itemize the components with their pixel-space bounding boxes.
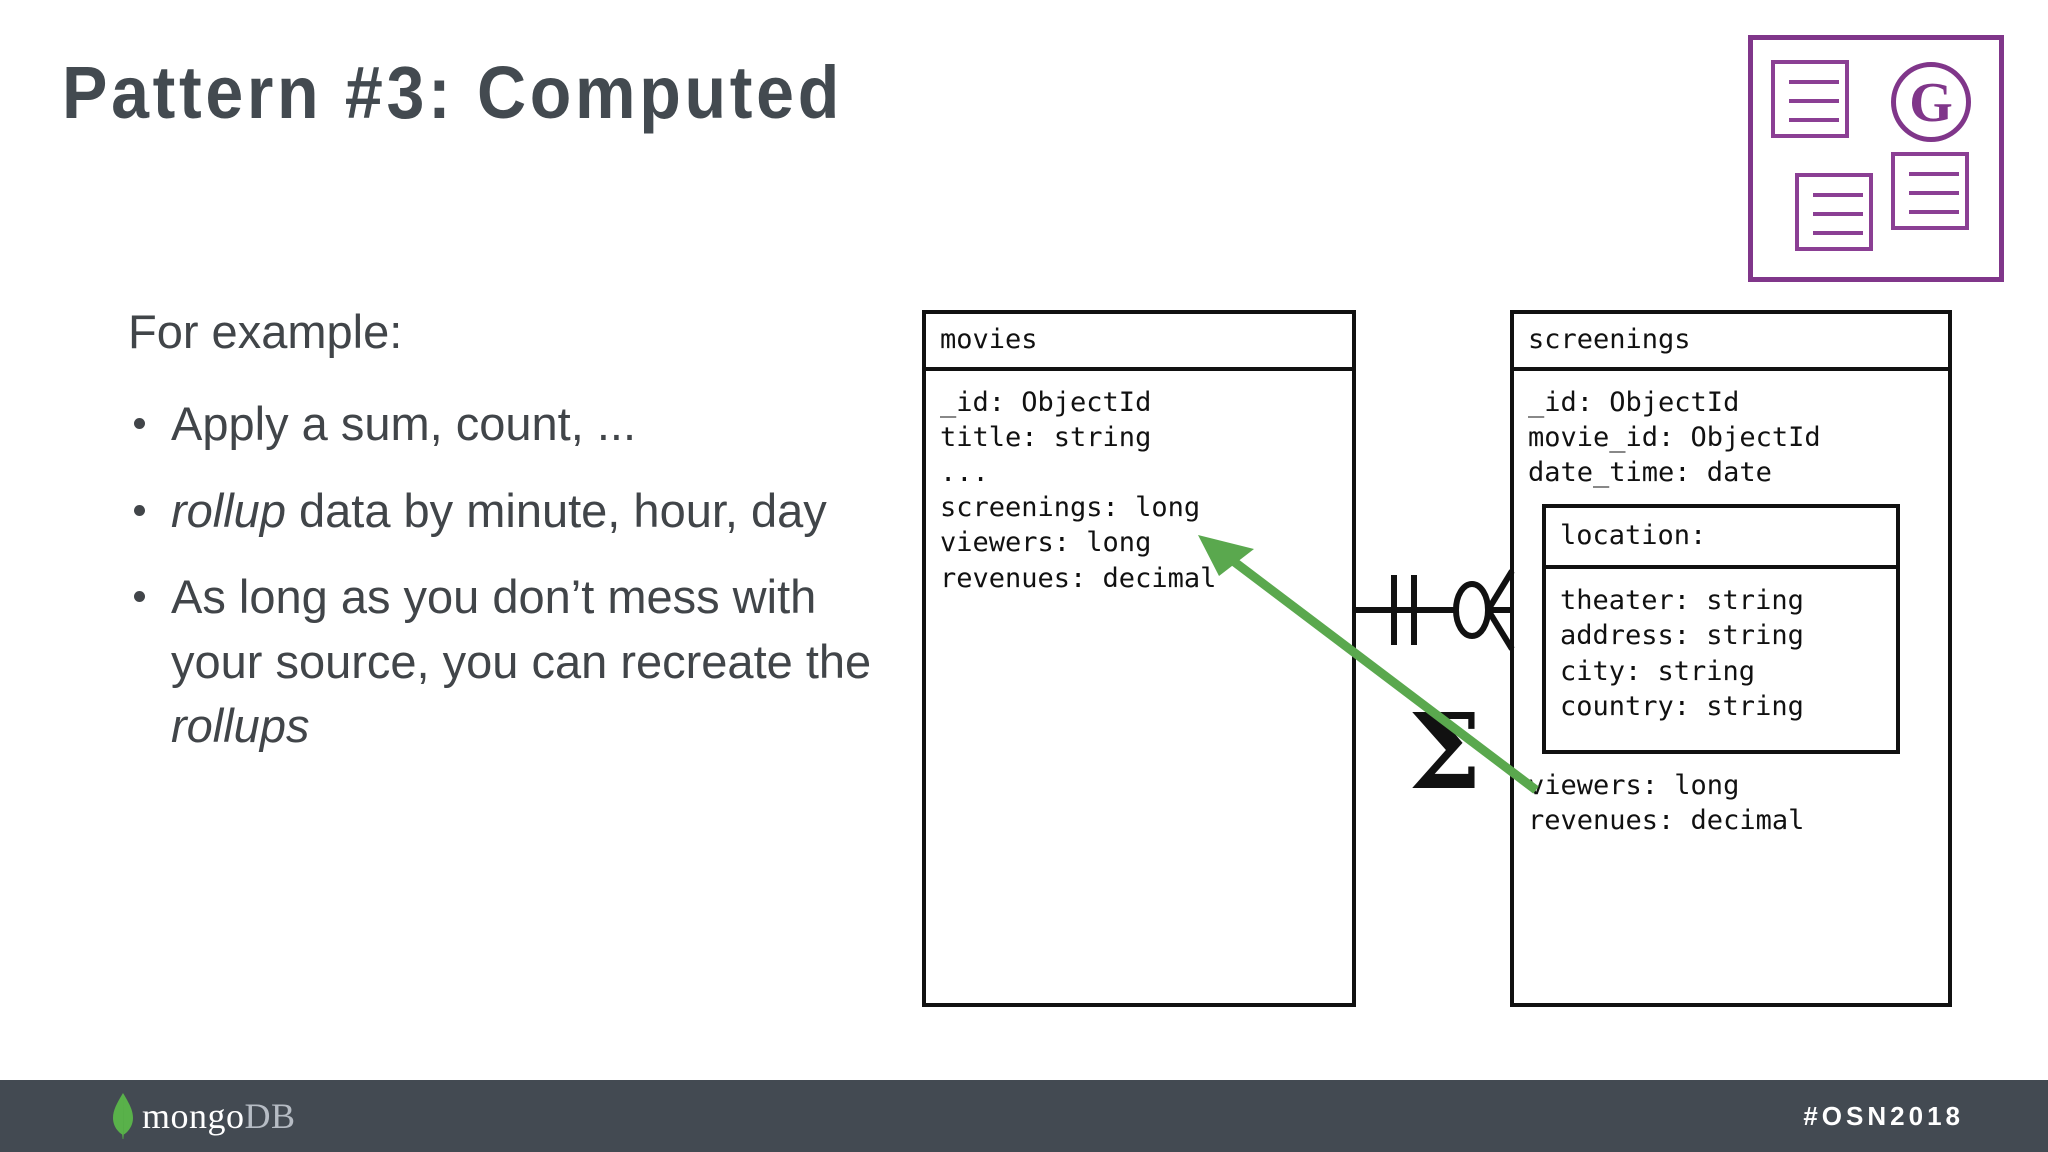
field-row: _id: ObjectId: [1528, 387, 1740, 419]
event-hashtag: #OSN2018: [1803, 1101, 1964, 1131]
field-row: screenings: long: [940, 492, 1201, 524]
field-row: revenues: decimal: [940, 562, 1217, 594]
circled-g-icon: G: [1891, 62, 1971, 142]
db-word-part: DB: [244, 1096, 296, 1136]
entity-movies-title: movies: [926, 314, 1352, 372]
entity-screenings-fields: _id: ObjectId movie_id: ObjectId date_ti…: [1514, 371, 1948, 838]
entity-movies: movies _id: ObjectId title: string ... s…: [922, 310, 1356, 1007]
mongodb-wordmark: mongoDB: [142, 1098, 296, 1134]
field-row: ...: [940, 457, 989, 489]
document-icon: [1771, 60, 1849, 138]
list-item: As long as you don’t mess with your sour…: [128, 565, 908, 758]
bullet-text-0: Apply a sum, count, ...: [171, 397, 636, 451]
crowfoot-connector: [1356, 569, 1515, 651]
sigma-aggregation-icon: Σ: [1408, 690, 1482, 813]
field-row: date_time: date: [1528, 457, 1772, 489]
field-row: country: string: [1560, 690, 1804, 722]
field-row: movie_id: ObjectId: [1528, 422, 1821, 454]
field-row: viewers: long: [940, 527, 1152, 559]
field-row: viewers: long: [1528, 769, 1740, 801]
page-title: Pattern #3: Computed: [62, 51, 843, 134]
field-row: theater: string: [1560, 585, 1804, 617]
document-icon: [1891, 152, 1969, 230]
bullet-text-2: As long as you don’t mess with your sour…: [171, 570, 872, 688]
nested-entity-location-fields: theater: string address: string city: st…: [1546, 569, 1896, 749]
intro-line: For example:: [128, 305, 403, 358]
field-row: city: string: [1560, 655, 1756, 687]
footer-bar: mongoDB #OSN2018: [0, 1080, 2048, 1152]
list-item: Apply a sum, count, ...: [128, 392, 908, 456]
field-row: revenues: decimal: [1528, 804, 1805, 836]
field-row: address: string: [1560, 620, 1804, 652]
bullet-text-1-emphasis: rollup: [171, 483, 286, 537]
field-row: title: string: [940, 422, 1152, 454]
nested-entity-location: location: theater: string address: strin…: [1542, 504, 1900, 754]
body-content: For example: Apply a sum, count, ... rol…: [128, 300, 908, 780]
nested-entity-location-title: location:: [1546, 508, 1896, 570]
field-row: _id: ObjectId: [940, 387, 1152, 419]
bullet-text-1: data by minute, hour, day: [285, 483, 827, 537]
entity-screenings: screenings _id: ObjectId movie_id: Objec…: [1510, 310, 1952, 1007]
mongodb-logo: mongoDB: [112, 1088, 296, 1144]
entity-movies-fields: _id: ObjectId title: string ... screenin…: [926, 371, 1352, 596]
logo-mark: G: [1748, 35, 2004, 282]
bullet-text-2-emphasis: rollups: [171, 698, 310, 752]
list-item: rollup data by minute, hour, day: [128, 479, 908, 543]
entity-screenings-title: screenings: [1514, 314, 1948, 372]
document-icon: [1795, 173, 1873, 251]
bullet-list: Apply a sum, count, ... rollup data by m…: [128, 392, 908, 758]
mongo-word-part: mongo: [142, 1096, 245, 1136]
leaf-icon: [113, 1093, 133, 1139]
